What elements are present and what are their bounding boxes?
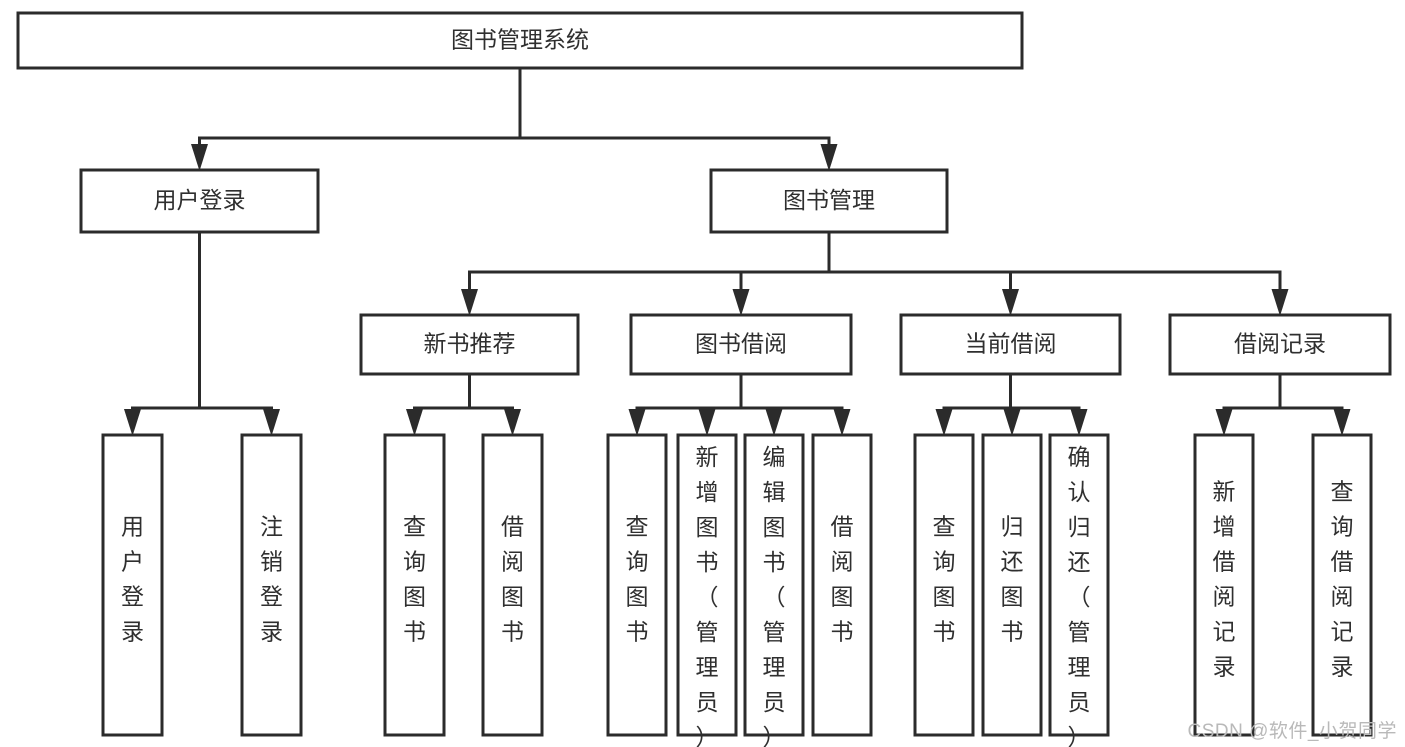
- arrow-head: [1271, 289, 1289, 316]
- node-label: 当前借阅: [965, 331, 1057, 357]
- node-leaf-5[interactable]: 查询图书: [606, 433, 668, 737]
- node-current[interactable]: 当前借阅: [899, 313, 1122, 376]
- node-label: 新书推荐: [424, 331, 516, 357]
- node-label: 查询借阅记录: [1331, 479, 1354, 680]
- node-box[interactable]: [811, 433, 873, 737]
- node-box[interactable]: [16, 11, 1024, 70]
- arrow-head: [732, 289, 750, 316]
- connector-group-bookmgmt: [461, 230, 1289, 316]
- arrow-head: [124, 409, 141, 436]
- node-box[interactable]: [1193, 433, 1255, 737]
- arrow-head: [1215, 409, 1233, 436]
- node-label: 用户登录: [121, 514, 144, 645]
- connector-group-current: [935, 372, 1088, 436]
- arrow-head: [765, 409, 783, 436]
- arrow-head: [504, 409, 521, 436]
- node-box[interactable]: [383, 433, 446, 737]
- node-box[interactable]: [676, 433, 738, 737]
- node-box[interactable]: [606, 433, 668, 737]
- connector-group-newbook: [406, 372, 521, 436]
- node-box[interactable]: [981, 433, 1043, 737]
- node-box[interactable]: [101, 433, 164, 737]
- node-leaf-2[interactable]: 注销登录: [240, 433, 303, 737]
- arrow-head: [1002, 289, 1019, 316]
- node-login[interactable]: 用户登录: [79, 168, 320, 234]
- node-box[interactable]: [359, 313, 580, 376]
- node-bookmgmt[interactable]: 图书管理: [709, 168, 949, 234]
- arrow-head: [698, 409, 716, 436]
- arrow-head: [628, 409, 646, 436]
- connector-layer: [124, 66, 1351, 436]
- node-leaf-7[interactable]: 编辑图书（管理员）: [743, 433, 805, 747]
- arrow-head: [406, 409, 423, 436]
- node-label: 查询图书: [403, 514, 426, 645]
- node-box[interactable]: [79, 168, 320, 234]
- node-box[interactable]: [913, 433, 975, 737]
- arrow-head: [820, 144, 838, 171]
- node-newbook[interactable]: 新书推荐: [359, 313, 580, 376]
- node-label: 确认归还（管理员）: [1068, 444, 1091, 747]
- node-box[interactable]: [709, 168, 949, 234]
- node-label: 归还图书: [1001, 514, 1024, 645]
- arrow-head: [833, 409, 851, 436]
- node-records[interactable]: 借阅记录: [1168, 313, 1392, 376]
- node-leaf-1[interactable]: 用户登录: [101, 433, 164, 737]
- node-leaf-11[interactable]: 确认归还（管理员）: [1048, 433, 1110, 747]
- connector-group-root: [191, 66, 838, 171]
- node-box[interactable]: [629, 313, 853, 376]
- connector-group-borrow: [628, 372, 851, 436]
- node-label: 新增借阅记录: [1213, 479, 1236, 680]
- node-box[interactable]: [1048, 433, 1110, 737]
- connector-group-records: [1215, 372, 1351, 436]
- node-box[interactable]: [1311, 433, 1373, 737]
- connector-group-login: [124, 230, 280, 436]
- node-label: 查询图书: [626, 514, 649, 645]
- node-borrow[interactable]: 图书借阅: [629, 313, 853, 376]
- node-label: 编辑图书（管理员）: [763, 444, 786, 747]
- node-box[interactable]: [481, 433, 544, 737]
- csdn-watermark: CSDN @软件_小贺同学: [1187, 721, 1397, 742]
- node-box[interactable]: [240, 433, 303, 737]
- node-label: 图书管理系统: [451, 27, 589, 53]
- arrow-head: [263, 409, 280, 436]
- node-box[interactable]: [743, 433, 805, 737]
- node-label: 图书管理: [783, 187, 875, 213]
- node-label: 借阅记录: [1234, 331, 1326, 357]
- node-layer: 图书管理系统用户登录图书管理新书推荐图书借阅当前借阅借阅记录用户登录注销登录查询…: [16, 11, 1392, 747]
- node-box[interactable]: [1168, 313, 1392, 376]
- node-leaf-12[interactable]: 新增借阅记录: [1193, 433, 1255, 737]
- node-leaf-10[interactable]: 归还图书: [981, 433, 1043, 737]
- node-label: 借阅图书: [501, 514, 524, 645]
- node-label: 图书借阅: [695, 331, 787, 357]
- node-label: 借阅图书: [831, 514, 854, 645]
- node-leaf-3[interactable]: 查询图书: [383, 433, 446, 737]
- node-leaf-9[interactable]: 查询图书: [913, 433, 975, 737]
- arrow-head: [1003, 409, 1021, 436]
- node-leaf-8[interactable]: 借阅图书: [811, 433, 873, 737]
- node-box[interactable]: [899, 313, 1122, 376]
- node-label: 新增图书（管理员）: [696, 444, 719, 747]
- arrow-head: [191, 144, 208, 171]
- node-leaf-6[interactable]: 新增图书（管理员）: [676, 433, 738, 747]
- arrow-head: [1070, 409, 1088, 436]
- arrow-head: [461, 289, 478, 316]
- node-leaf-13[interactable]: 查询借阅记录: [1311, 433, 1373, 737]
- node-label: 注销登录: [260, 514, 283, 645]
- node-root[interactable]: 图书管理系统: [16, 11, 1024, 70]
- arrow-head: [935, 409, 953, 436]
- node-label: 用户登录: [154, 187, 246, 213]
- arrow-head: [1333, 409, 1351, 436]
- node-leaf-4[interactable]: 借阅图书: [481, 433, 544, 737]
- node-label: 查询图书: [933, 514, 956, 645]
